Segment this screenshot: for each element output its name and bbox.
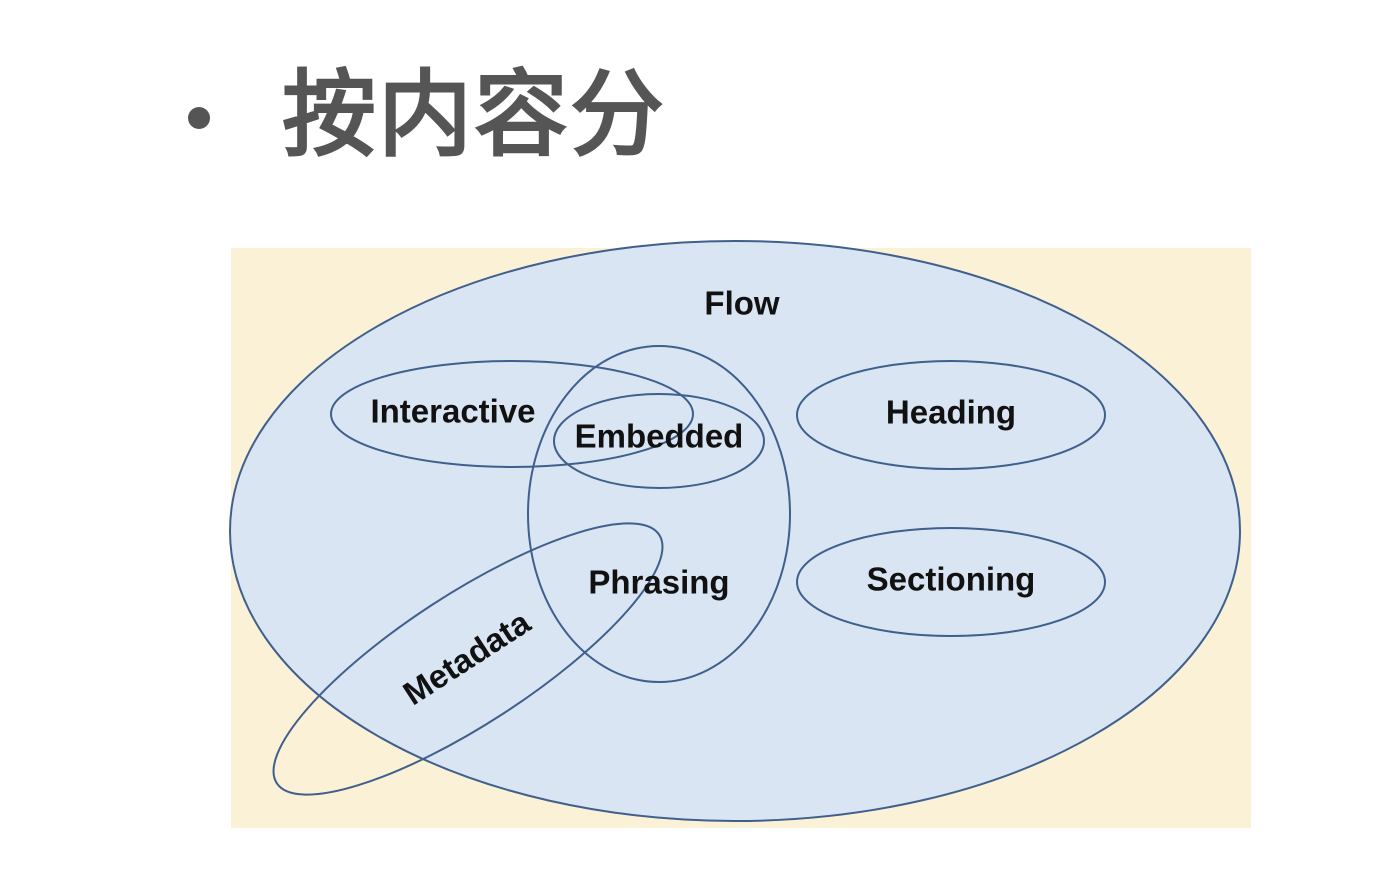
phrasing-ellipse	[527, 345, 791, 683]
interactive-label: Interactive	[370, 393, 535, 430]
flow-label: Flow	[704, 285, 779, 322]
heading-label: Heading	[886, 394, 1016, 431]
phrasing-label: Phrasing	[588, 564, 729, 601]
metadata-ellipse	[272, 522, 664, 796]
slide-title: 按内容分	[282, 61, 667, 170]
slide-heading: 按内容分	[188, 56, 666, 176]
bullet-dot-icon	[188, 107, 210, 129]
embedded-label: Embedded	[575, 418, 744, 455]
embedded-ellipse	[553, 393, 765, 489]
interactive-ellipse	[330, 360, 694, 468]
sectioning-ellipse	[796, 527, 1106, 637]
sectioning-label: Sectioning	[867, 561, 1036, 598]
flow-ellipse	[229, 240, 1241, 822]
heading-ellipse	[796, 360, 1106, 470]
